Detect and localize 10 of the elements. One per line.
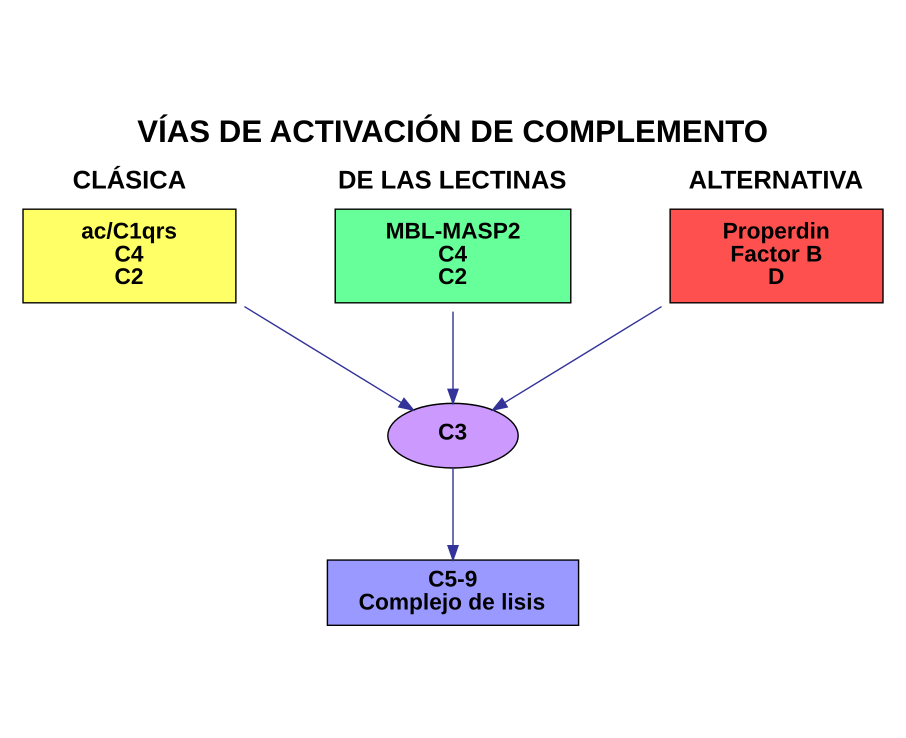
arrow [490, 306, 662, 412]
node-box: C5-9 Complejo de lisis [326, 559, 580, 626]
node-label: CLÁSICA [72, 166, 186, 194]
node-ellipse: C3 [387, 402, 519, 469]
arrow [447, 468, 459, 562]
node-label: DE LAS LECTINAS [338, 166, 566, 194]
node-label: ALTERNATIVA [688, 166, 864, 194]
arrow [447, 312, 459, 406]
arrow [244, 306, 416, 412]
diagram-title: VÍAS DE ACTIVACIÓN DE COMPLEMENTO [137, 114, 768, 149]
